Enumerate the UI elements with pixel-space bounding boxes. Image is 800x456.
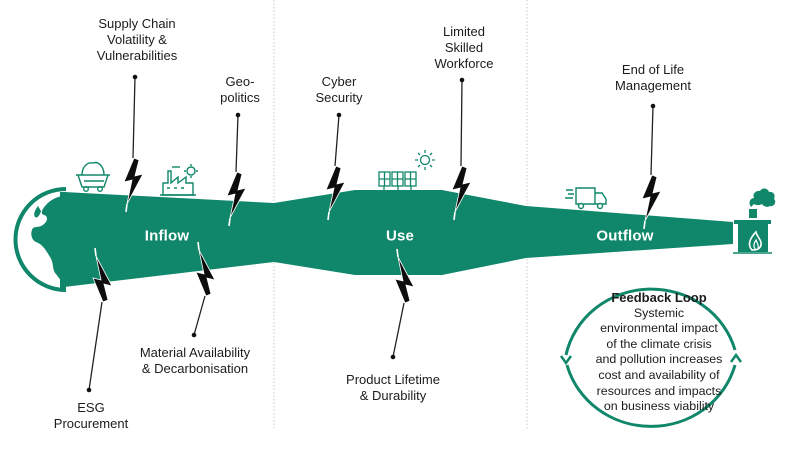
feedback-loop-line: cost and availability of xyxy=(598,367,720,382)
solar-panel-icon xyxy=(378,150,435,190)
connector-line-product-lifetime xyxy=(392,302,405,358)
risk-text-line: politics xyxy=(220,90,260,105)
bolt-crack-cyber-security xyxy=(327,211,330,221)
risk-label-esg-procurement: ESG Procurement xyxy=(54,400,128,432)
risk-text-line: & Durability xyxy=(359,388,427,403)
globe-icon xyxy=(13,187,67,292)
risk-text-line: ESG xyxy=(77,400,105,415)
risk-text-line: Skilled xyxy=(444,40,484,55)
bolt-crack-product-lifetime xyxy=(396,248,399,258)
connector-dot-supply-chain xyxy=(132,74,138,80)
feedback-loop-line: Systemic xyxy=(633,305,685,320)
feedback-loop-line: environmental impact xyxy=(600,321,718,336)
risk-text-line: & Decarbonisation xyxy=(141,361,249,376)
bolt-crack-material-availability xyxy=(197,241,200,251)
feedback-loop-text: Feedback Loop Systemic environmental imp… xyxy=(577,290,741,415)
bolt-crack-limited-skilled-workforce xyxy=(453,211,456,221)
connector-line-geopolitics xyxy=(235,114,239,173)
lightning-bolt-icon xyxy=(451,165,472,213)
risk-text-line: Volatility & xyxy=(107,32,167,47)
risk-text-line: Management xyxy=(615,78,691,93)
bolt-crack-supply-chain xyxy=(125,203,128,213)
risk-text-line: Vulnerabilities xyxy=(96,48,178,63)
connector-line-material-availability xyxy=(193,295,206,336)
incinerator-icon xyxy=(733,188,776,254)
feedback-loop-line: resources and impacts xyxy=(596,383,722,398)
feedback-loop-line: of the climate crisis xyxy=(606,336,712,351)
stage-label-use: Use xyxy=(385,227,415,245)
connector-dot-cyber-security xyxy=(336,112,342,118)
connector-line-end-of-life xyxy=(650,105,654,176)
bolt-crack-end-of-life xyxy=(643,220,646,230)
stage-label-outflow: Outflow xyxy=(596,227,654,245)
connector-dot-geopolitics xyxy=(235,112,241,118)
lightning-bolt-icon xyxy=(641,174,662,222)
connector-line-cyber-security xyxy=(334,114,340,167)
risk-text-line: Workforce xyxy=(434,56,494,71)
bolt-crack-esg-procurement xyxy=(94,247,97,257)
risk-text-line: Product Lifetime xyxy=(346,372,440,387)
risk-label-limited-skilled-workforce: Limited Skilled Workforce xyxy=(435,24,494,72)
connector-line-limited-skilled-workforce xyxy=(460,79,463,167)
loop-arrow-down-icon xyxy=(559,355,573,366)
feedback-loop-circle xyxy=(564,287,737,428)
connector-dot-esg-procurement xyxy=(86,387,92,393)
factory-icon xyxy=(160,164,198,196)
mine-cart-icon xyxy=(76,161,110,192)
risk-text-line: Geo- xyxy=(225,74,255,89)
lightning-bolt-icon xyxy=(92,255,113,303)
risk-label-supply-chain: Supply Chain Volatility & Vulnerabilitie… xyxy=(97,16,177,64)
risk-label-end-of-life: End of Life Management xyxy=(615,62,691,94)
connector-dot-end-of-life xyxy=(650,103,656,109)
risk-label-product-lifetime: Product Lifetime & Durability xyxy=(346,372,440,404)
risk-text-line: Cyber xyxy=(321,74,357,89)
bolt-crack-geopolitics xyxy=(228,217,231,227)
risk-text-line: Material Availability xyxy=(139,345,251,360)
lightning-bolt-icon xyxy=(394,256,415,304)
risk-text-line: Procurement xyxy=(53,416,129,431)
lightning-bolt-icon xyxy=(226,171,247,219)
feedback-loop-line: and pollution increases xyxy=(595,352,723,367)
risk-text-line: Security xyxy=(315,90,363,105)
delivery-truck-icon xyxy=(565,187,607,210)
lightning-bolt-icon xyxy=(325,165,346,213)
risk-label-material-availability: Material Availability & Decarbonisation xyxy=(140,345,250,377)
lightning-bolt-icon xyxy=(195,249,216,297)
lightning-bolt-icon xyxy=(123,157,144,205)
risk-markers xyxy=(86,74,662,393)
risk-text-line: Limited xyxy=(443,24,485,39)
risk-label-geopolitics: Geo- politics xyxy=(220,74,260,106)
connector-line-esg-procurement xyxy=(88,301,103,391)
risk-label-cyber-security: Cyber Security xyxy=(316,74,363,106)
connector-line-supply-chain xyxy=(132,76,136,159)
stage-label-inflow: Inflow xyxy=(144,227,190,245)
feedback-loop-title: Feedback Loop xyxy=(611,290,707,305)
risk-text-line: Supply Chain xyxy=(98,16,176,31)
connector-dot-product-lifetime xyxy=(390,354,396,360)
connector-dot-material-availability xyxy=(191,332,197,338)
connector-dot-limited-skilled-workforce xyxy=(459,77,465,83)
loop-arrow-up-icon xyxy=(729,352,743,363)
risk-text-line: End of Life xyxy=(621,62,685,77)
feedback-loop-line: on business viability xyxy=(603,399,715,414)
